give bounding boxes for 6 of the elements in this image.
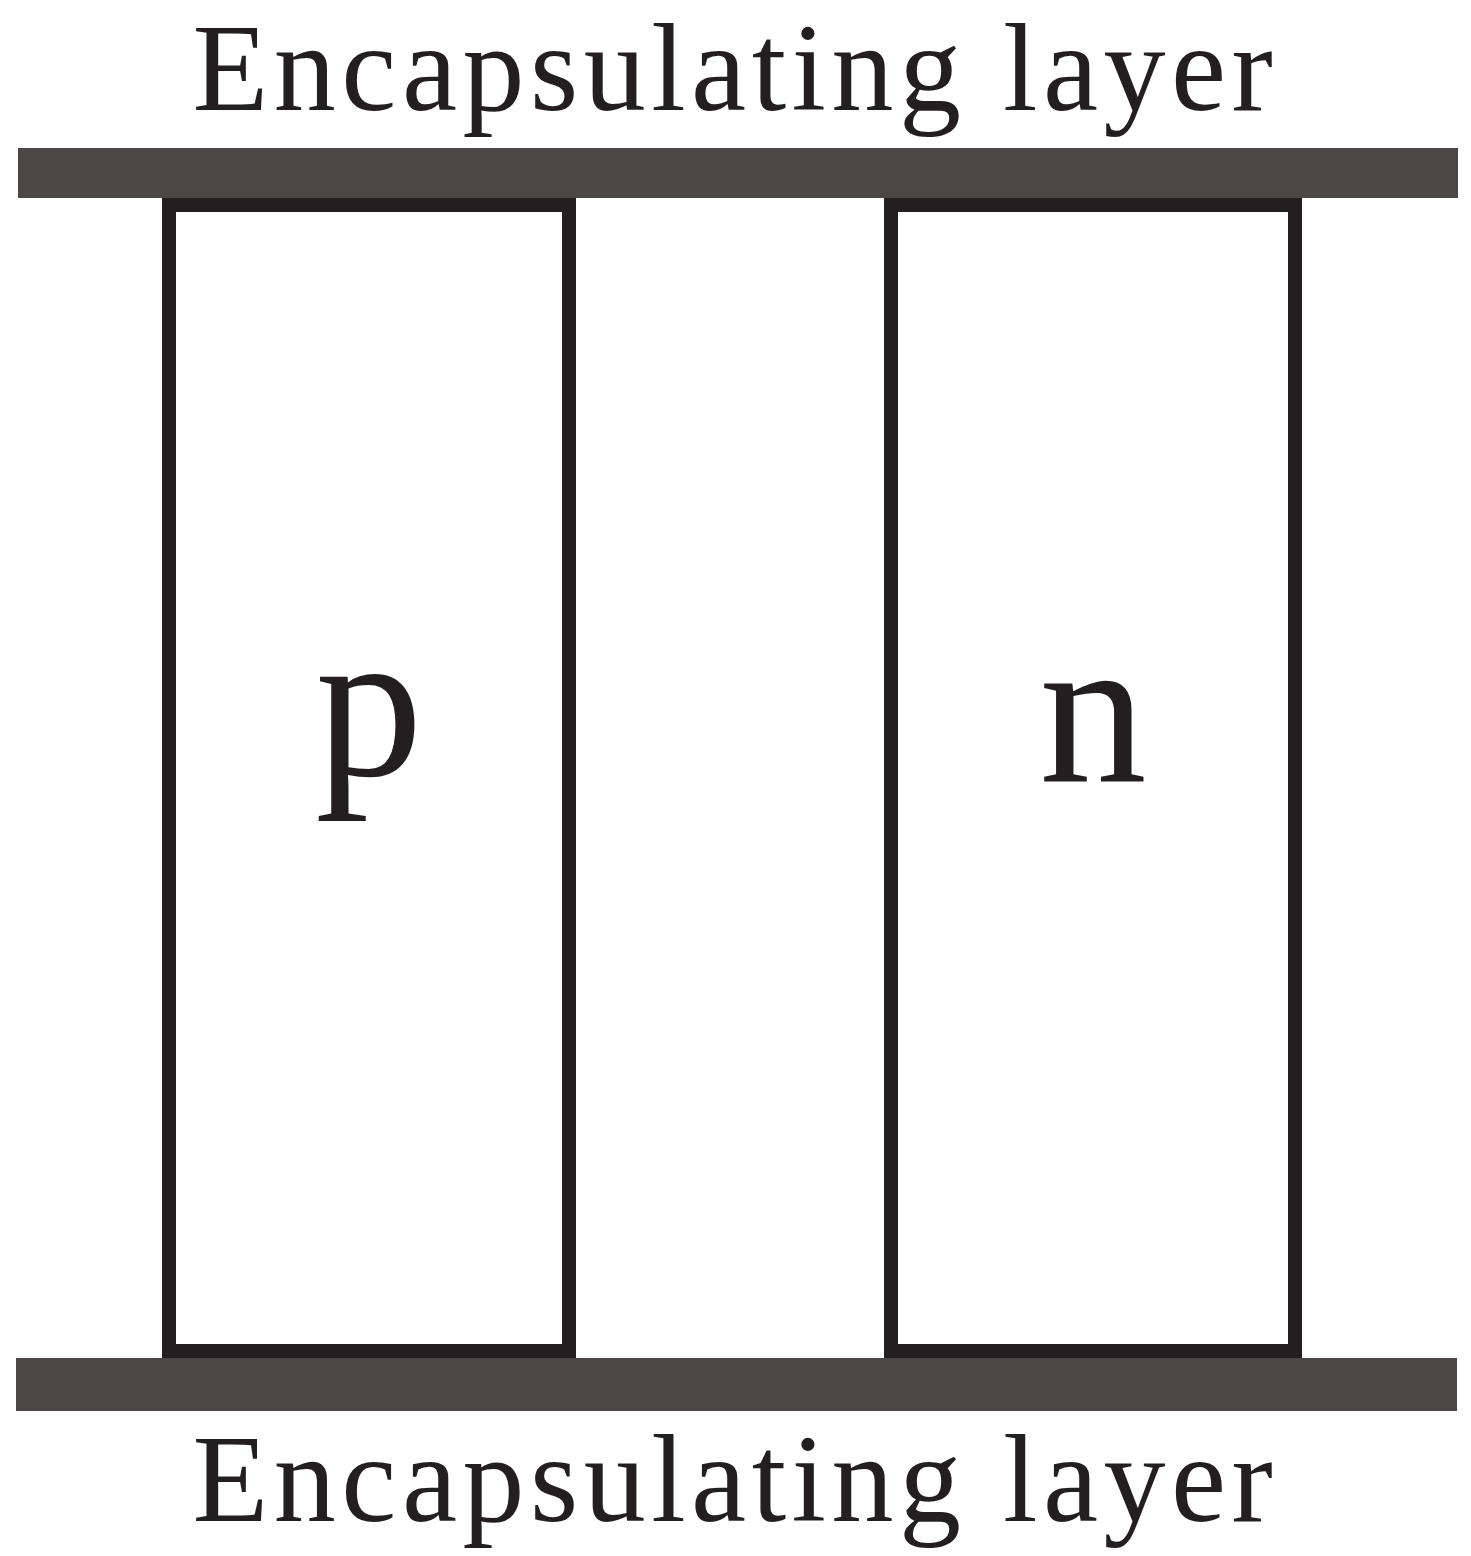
semiconductor-region-box [884, 198, 1302, 1358]
region-label: p [315, 582, 423, 824]
region-label: n [1039, 589, 1147, 831]
layer-label: Encapsulating layer [192, 1411, 1279, 1550]
semiconductor-region-box [162, 198, 576, 1358]
layer-label: Encapsulating layer [192, 0, 1279, 139]
